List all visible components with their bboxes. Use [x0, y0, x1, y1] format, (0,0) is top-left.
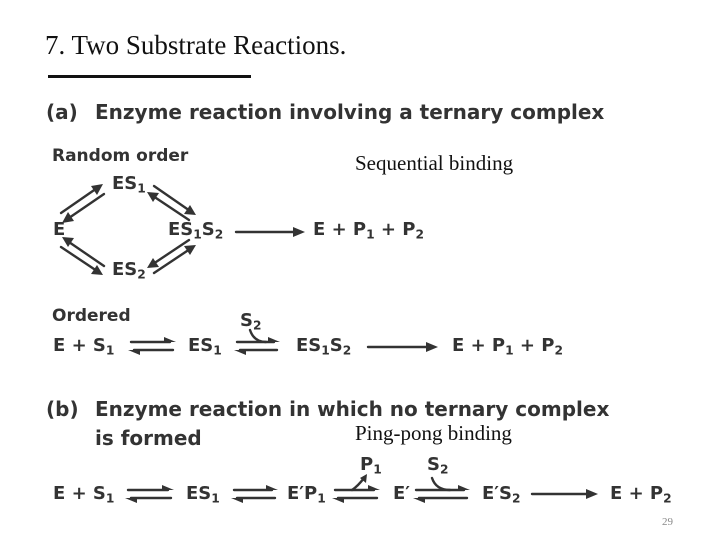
equilibrium-arrow-ordered-2 — [234, 328, 280, 355]
substrate-entry-curve — [248, 328, 268, 344]
arrowhead-icon — [164, 337, 176, 342]
arrowhead-icon — [91, 184, 103, 195]
pingpong-es1: ES1 — [186, 483, 220, 506]
species-e: E — [53, 219, 66, 240]
equilibrium-arrow-pingpong-3 — [332, 474, 380, 503]
arrowhead-icon — [147, 192, 159, 202]
species-es1: ES1 — [112, 173, 146, 196]
arrowhead-icon — [332, 498, 344, 503]
arrowhead-icon — [128, 350, 140, 355]
equilibrium-arrow-pingpong-2 — [231, 485, 278, 503]
pingpong-p1-out: P1 — [360, 454, 382, 477]
arrowhead-icon — [91, 265, 103, 275]
ordered-es1: ES1 — [188, 335, 222, 358]
arrowhead-icon — [62, 212, 74, 223]
arrowhead-icon — [268, 337, 280, 342]
ping-pong-binding-note: Ping-pong binding — [355, 421, 512, 445]
ordered-es1s2: ES1S2 — [296, 335, 352, 358]
arrowhead-icon — [360, 474, 367, 483]
arrowhead-icon — [586, 489, 598, 499]
ordered-s2-in: S2 — [240, 310, 262, 333]
ordered-products: E + P1 + P2 — [452, 335, 563, 358]
random-order-label: Random order — [52, 146, 189, 166]
section-b-label: (b) — [46, 397, 79, 421]
equilibrium-arrow-e-es1 — [59, 184, 106, 223]
equilibrium-arrow-pingpong-1 — [125, 485, 174, 503]
arrowhead-icon — [266, 485, 278, 490]
slide-title: 7. Two Substrate Reactions. — [45, 30, 347, 60]
arrowhead-icon — [426, 342, 438, 352]
page-number: 29 — [662, 516, 673, 528]
equilibrium-arrow-e-es2 — [59, 237, 106, 275]
arrowhead-icon — [147, 258, 159, 268]
section-b-heading-line1: Enzyme reaction in which no ternary comp… — [95, 397, 610, 421]
arrowhead-icon — [184, 245, 196, 255]
arrowhead-icon — [125, 498, 137, 503]
arrowhead-icon — [231, 498, 243, 503]
pingpong-s2-in: S2 — [427, 454, 449, 477]
pingpong-eprime-p1: E′P1 — [287, 483, 326, 506]
arrowhead-icon — [368, 485, 380, 490]
equilibrium-arrow-es2-es1s2 — [147, 238, 196, 275]
equilibrium-arrow-es1-es1s2 — [147, 184, 196, 222]
ordered-reactants: E + S1 — [53, 335, 115, 358]
equilibrium-arrow-ordered-1 — [128, 337, 176, 355]
arrowhead-icon — [234, 350, 246, 355]
random-order-products: E + P1 + P2 — [313, 219, 424, 242]
section-a-label: (a) — [46, 100, 78, 124]
ordered-label: Ordered — [52, 306, 131, 326]
arrowhead-icon — [184, 205, 196, 215]
forward-arrow-pingpong — [530, 489, 598, 499]
arrowhead-icon — [413, 498, 425, 503]
title-underline — [48, 75, 251, 78]
arrowhead-icon — [62, 237, 74, 247]
section-b-heading-line2: is formed — [95, 426, 202, 450]
section-a-heading: Enzyme reaction involving a ternary comp… — [95, 100, 605, 124]
pingpong-products: E + P2 — [610, 483, 672, 506]
forward-arrow-random — [234, 227, 305, 237]
arrowhead-icon — [162, 485, 174, 490]
arrowhead-icon — [458, 485, 470, 490]
pingpong-eprime: E′ — [393, 483, 411, 504]
species-es1s2: ES1S2 — [168, 219, 224, 242]
species-es2: ES2 — [112, 259, 146, 282]
pingpong-reactants: E + S1 — [53, 483, 115, 506]
substrate-entry-curve — [430, 476, 452, 492]
pingpong-eprime-s2: E′S2 — [482, 483, 521, 506]
arrowhead-icon — [293, 227, 305, 237]
equilibrium-arrow-pingpong-4 — [413, 476, 470, 503]
sequential-binding-note: Sequential binding — [355, 151, 514, 175]
forward-arrow-ordered — [366, 342, 438, 352]
